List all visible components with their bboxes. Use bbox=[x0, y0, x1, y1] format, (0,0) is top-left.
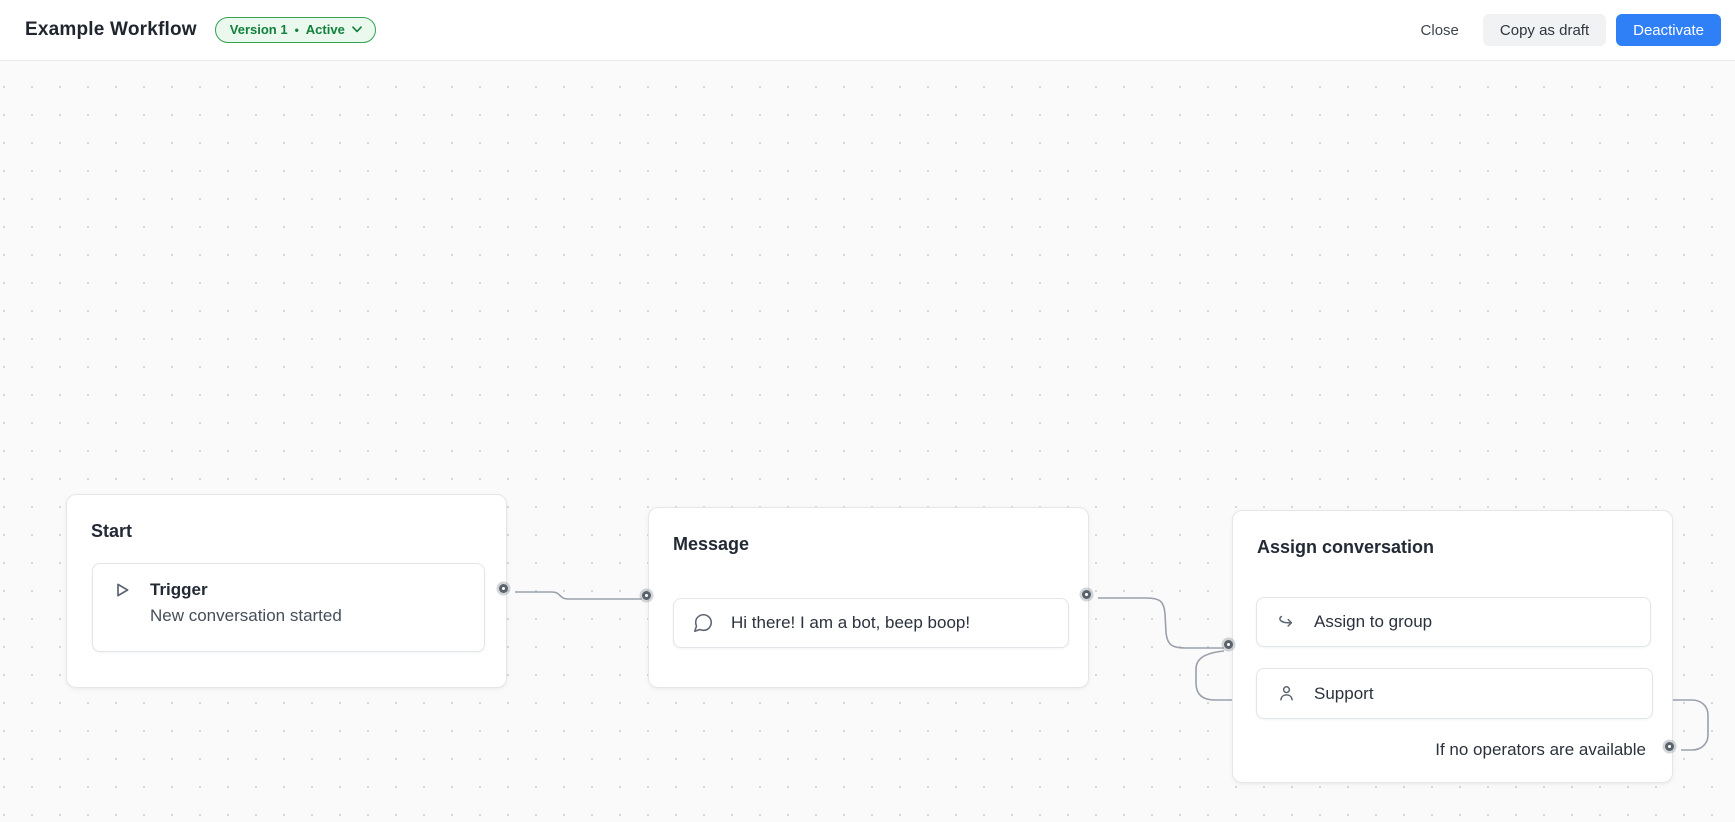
node-start[interactable]: Start Trigger New conversation started bbox=[66, 494, 507, 688]
support-group-item[interactable]: Support bbox=[1256, 668, 1653, 719]
trigger-item[interactable]: Trigger New conversation started bbox=[92, 563, 485, 652]
page-title: Example Workflow bbox=[25, 19, 197, 40]
assign-to-group-item[interactable]: Assign to group bbox=[1256, 597, 1651, 647]
person-icon bbox=[1275, 683, 1297, 705]
message-item-label: Hi there! I am a bot, beep boop! bbox=[731, 613, 971, 632]
workflow-canvas[interactable]: Start Trigger New conversation started M… bbox=[0, 61, 1735, 822]
chat-bubble-icon bbox=[692, 612, 714, 634]
assign-arrow-icon bbox=[1275, 611, 1297, 633]
connector-port-no-operators-output[interactable] bbox=[1665, 742, 1674, 751]
header-left: Example Workflow Version 1 • Active bbox=[25, 17, 376, 43]
chevron-down-icon bbox=[351, 26, 362, 33]
header: Example Workflow Version 1 • Active Clos… bbox=[0, 0, 1735, 61]
trigger-item-label: Trigger bbox=[150, 580, 208, 599]
header-actions: Close Copy as draft Deactivate bbox=[1407, 14, 1721, 46]
support-group-label: Support bbox=[1314, 683, 1374, 703]
connector-port-assign-input[interactable] bbox=[1224, 640, 1233, 649]
message-item[interactable]: Hi there! I am a bot, beep boop! bbox=[673, 598, 1069, 648]
node-message[interactable]: Message Hi there! I am a bot, beep boop! bbox=[648, 507, 1089, 688]
close-button[interactable]: Close bbox=[1407, 14, 1473, 46]
connector-port-message-input[interactable] bbox=[642, 591, 651, 600]
deactivate-button[interactable]: Deactivate bbox=[1616, 14, 1721, 46]
badge-separator: • bbox=[294, 22, 299, 37]
edge-assign-branch bbox=[1195, 650, 1232, 701]
badge-version-label: Version 1 bbox=[229, 22, 288, 37]
badge-status-label: Active bbox=[305, 22, 345, 37]
play-icon bbox=[111, 579, 133, 601]
edges-layer bbox=[515, 591, 1709, 751]
no-operators-fallback-label: If no operators are available bbox=[1435, 740, 1646, 759]
connector-port-message-output[interactable] bbox=[1082, 590, 1091, 599]
node-message-title: Message bbox=[673, 534, 750, 554]
edge-start-to-message bbox=[515, 591, 642, 600]
version-status-badge[interactable]: Version 1 • Active bbox=[214, 17, 376, 43]
node-assign-title: Assign conversation bbox=[1257, 537, 1435, 557]
edge-no-operators-loop bbox=[1673, 699, 1709, 751]
assign-to-group-label: Assign to group bbox=[1314, 612, 1433, 631]
edge-message-to-assign bbox=[1098, 597, 1224, 649]
trigger-item-sublabel: New conversation started bbox=[150, 606, 342, 625]
copy-as-draft-button[interactable]: Copy as draft bbox=[1482, 14, 1607, 46]
node-assign-conversation[interactable]: Assign conversation Assign to group bbox=[1232, 510, 1673, 783]
connector-port-start-output[interactable] bbox=[499, 584, 508, 593]
node-start-title: Start bbox=[91, 521, 133, 541]
